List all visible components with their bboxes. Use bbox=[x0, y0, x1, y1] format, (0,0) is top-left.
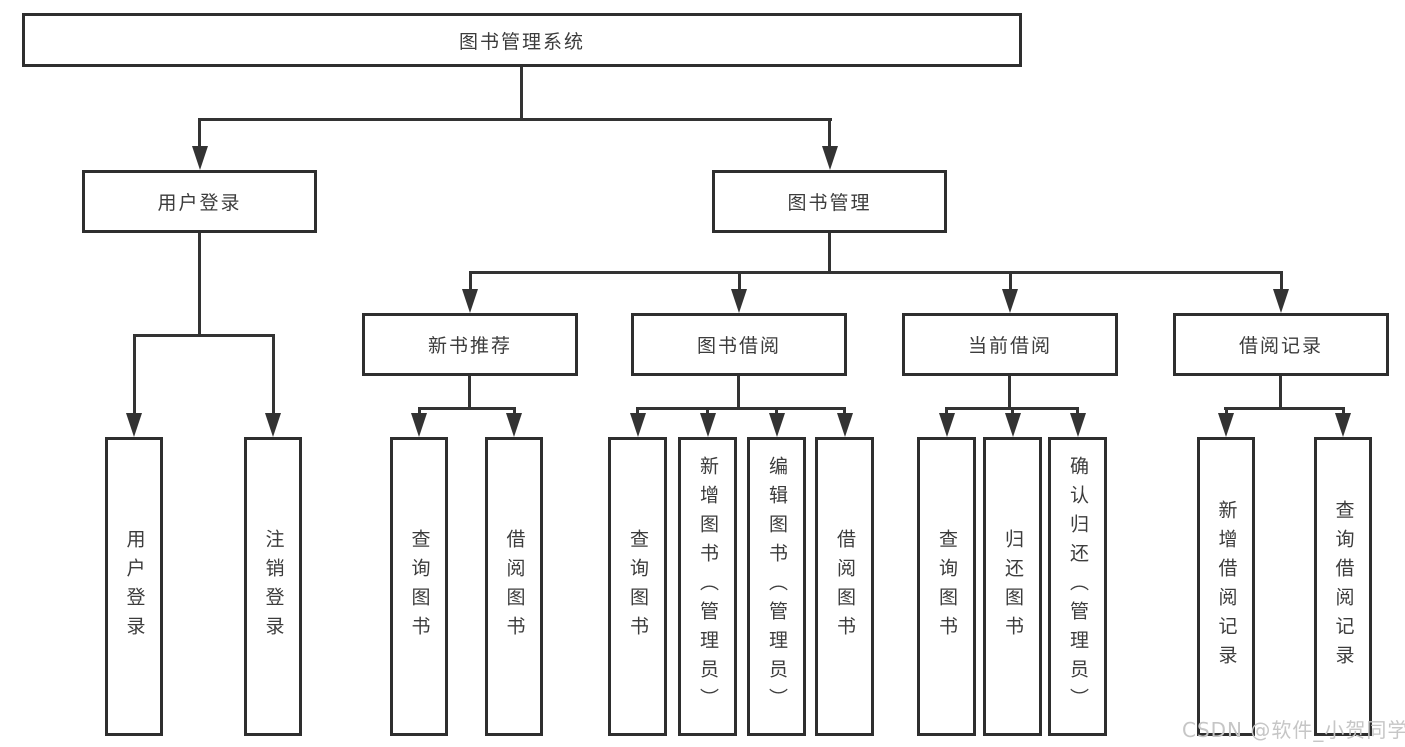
node-borrow-record: 借阅记录 bbox=[1173, 313, 1389, 376]
node-user-login-label: 用户登录 bbox=[157, 192, 242, 214]
leaf-cb-confirm-return-admin-label: 确认归还（管理员） bbox=[1067, 456, 1089, 717]
node-current-borrow: 当前借阅 bbox=[902, 313, 1118, 376]
connector-new-book-shaft bbox=[469, 274, 472, 289]
arrowhead-br-leaf1 bbox=[1218, 413, 1234, 437]
connector-bb-leaf2-shaft bbox=[706, 407, 709, 415]
leaf-bb-add-books-admin-label: 新增图书（管理员） bbox=[697, 456, 719, 717]
connector-cb-leaf2-shaft bbox=[1011, 407, 1014, 415]
connector-book-management-stem bbox=[828, 233, 831, 273]
node-user-login: 用户登录 bbox=[82, 170, 317, 233]
node-book-borrow: 图书借阅 bbox=[631, 313, 847, 376]
connector-current-borrow-shaft bbox=[1009, 274, 1012, 289]
connector-book-borrow-stem bbox=[737, 376, 740, 410]
leaf-bb-edit-books-admin: 编辑图书（管理员） bbox=[747, 437, 806, 736]
node-book-borrow-label: 图书借阅 bbox=[696, 335, 781, 357]
leaf-nb-borrow-books-label: 借阅图书 bbox=[503, 528, 526, 645]
arrowhead-current-borrow bbox=[1002, 289, 1018, 313]
arrowhead-borrow-record bbox=[1273, 289, 1289, 313]
leaf-logout-label: 注销登录 bbox=[262, 528, 285, 645]
connector-root-stem bbox=[520, 67, 523, 120]
arrowhead-cb-leaf1 bbox=[939, 413, 955, 437]
leaf-nb-query-books: 查询图书 bbox=[390, 437, 448, 736]
connector-level2-bar bbox=[469, 271, 1283, 274]
node-new-book-recommend-label: 新书推荐 bbox=[427, 335, 512, 357]
leaf-bb-borrow-books: 借阅图书 bbox=[815, 437, 874, 736]
node-book-management-label: 图书管理 bbox=[787, 192, 872, 214]
connector-borrow-record-shaft bbox=[1280, 274, 1283, 289]
node-book-management: 图书管理 bbox=[712, 170, 947, 233]
leaf-cb-return-books-label: 归还图书 bbox=[1002, 528, 1024, 645]
leaf-bb-edit-books-admin-label: 编辑图书（管理员） bbox=[766, 456, 788, 717]
connector-new-book-stem bbox=[468, 376, 471, 410]
arrowhead-bb-leaf4 bbox=[837, 413, 853, 437]
node-root: 图书管理系统 bbox=[22, 13, 1022, 67]
node-root-label: 图书管理系统 bbox=[458, 30, 585, 53]
arrowhead-user-login bbox=[192, 146, 208, 170]
connector-br-leaf2-shaft bbox=[1342, 407, 1345, 415]
connector-cb-leaf1-shaft bbox=[945, 407, 948, 415]
arrowhead-leaf-logout bbox=[265, 413, 281, 437]
connector-book-borrow-bar bbox=[636, 407, 846, 410]
connector-leaf-logout-shaft bbox=[272, 336, 275, 413]
connector-borrow-record-stem bbox=[1279, 376, 1282, 410]
arrowhead-cb-leaf3 bbox=[1070, 413, 1086, 437]
connector-nb-leaf1-shaft bbox=[418, 407, 421, 415]
arrowhead-new-book-recommend bbox=[462, 289, 478, 313]
leaf-br-add-record-label: 新增借阅记录 bbox=[1215, 499, 1238, 674]
arrowhead-bb-leaf2 bbox=[700, 413, 716, 437]
leaf-user-login: 用户登录 bbox=[105, 437, 163, 736]
arrowhead-br-leaf2 bbox=[1335, 413, 1351, 437]
node-new-book-recommend: 新书推荐 bbox=[362, 313, 578, 376]
csdn-watermark: CSDN @软件_小贺同学 bbox=[1182, 718, 1405, 742]
connector-br-leaf1-shaft bbox=[1225, 407, 1228, 415]
connector-cb-leaf3-shaft bbox=[1076, 407, 1079, 415]
leaf-bb-borrow-books-label: 借阅图书 bbox=[834, 528, 856, 645]
leaf-cb-return-books: 归还图书 bbox=[983, 437, 1042, 736]
leaf-cb-query-books: 查询图书 bbox=[917, 437, 976, 736]
connector-user-login-shaft bbox=[198, 120, 201, 146]
connector-current-borrow-stem bbox=[1008, 376, 1011, 410]
connector-new-book-bar bbox=[418, 407, 516, 410]
leaf-bb-add-books-admin: 新增图书（管理员） bbox=[678, 437, 737, 736]
connector-borrow-record-bar bbox=[1224, 407, 1345, 410]
leaf-nb-query-books-label: 查询图书 bbox=[408, 528, 431, 645]
connector-bb-leaf3-shaft bbox=[775, 407, 778, 415]
leaf-bb-query-books: 查询图书 bbox=[608, 437, 667, 736]
arrowhead-book-borrow bbox=[731, 289, 747, 313]
connector-book-management-shaft bbox=[828, 120, 831, 146]
leaf-br-query-record: 查询借阅记录 bbox=[1314, 437, 1372, 736]
leaf-cb-confirm-return-admin: 确认归还（管理员） bbox=[1048, 437, 1107, 736]
connector-bb-leaf4-shaft bbox=[843, 407, 846, 415]
leaf-br-add-record: 新增借阅记录 bbox=[1197, 437, 1255, 736]
arrowhead-nb-leaf1 bbox=[411, 413, 427, 437]
connector-leaf-login-shaft bbox=[133, 336, 136, 413]
connector-nb-leaf2-shaft bbox=[513, 407, 516, 415]
arrowhead-leaf-login bbox=[126, 413, 142, 437]
connector-book-borrow-shaft bbox=[738, 274, 741, 289]
connector-bb-leaf1-shaft bbox=[636, 407, 639, 415]
connector-root-bar bbox=[198, 118, 832, 121]
leaf-nb-borrow-books: 借阅图书 bbox=[485, 437, 543, 736]
arrowhead-book-management bbox=[822, 146, 838, 170]
node-borrow-record-label: 借阅记录 bbox=[1238, 335, 1323, 357]
connector-user-login-stem bbox=[198, 233, 201, 334]
arrowhead-bb-leaf1 bbox=[630, 413, 646, 437]
arrowhead-nb-leaf2 bbox=[506, 413, 522, 437]
leaf-cb-query-books-label: 查询图书 bbox=[936, 528, 958, 645]
leaf-user-login-label: 用户登录 bbox=[123, 528, 146, 645]
connector-user-login-bar bbox=[133, 334, 275, 337]
arrowhead-bb-leaf3 bbox=[769, 413, 785, 437]
leaf-logout: 注销登录 bbox=[244, 437, 302, 736]
arrowhead-cb-leaf2 bbox=[1005, 413, 1021, 437]
leaf-bb-query-books-label: 查询图书 bbox=[627, 528, 649, 645]
leaf-br-query-record-label: 查询借阅记录 bbox=[1332, 499, 1355, 674]
node-current-borrow-label: 当前借阅 bbox=[967, 335, 1052, 357]
